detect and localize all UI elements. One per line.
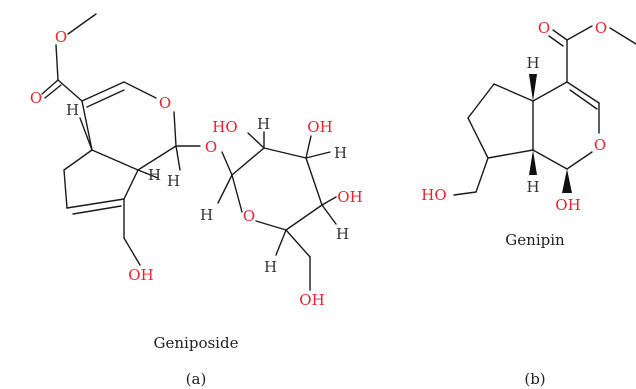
geniposide-glycosidic-oxygen: O — [205, 138, 217, 156]
geniposide-name-label: Geniposide — [154, 334, 239, 352]
geniposide-carbonyl-oxygen: O — [30, 89, 42, 107]
pyranose-ring-oxygen: O — [243, 207, 255, 225]
pyranose-hydroxyl-3p: OH — [307, 118, 332, 136]
geniposide-atoms: O O O O O H H H H H H H H HO OH OH OH OH — [30, 28, 363, 309]
panel-b-label: (b) — [524, 370, 545, 388]
geniposide-h-1: H — [167, 172, 180, 190]
genipin-h-bottom: H — [526, 178, 539, 196]
pyranose-hydroxyl-4p: OH — [337, 188, 362, 206]
genipin-hydroxyl: OH — [555, 196, 580, 214]
pyranose-h-5p: H — [264, 258, 277, 276]
genipin-stereo-wedges — [529, 74, 572, 193]
genipin-hydroxymethyl-oh: HO — [421, 186, 446, 204]
genipin-atoms: O O O H H HO OH — [421, 19, 607, 214]
geniposide-hydroxymethyl-oh: OH — [128, 266, 153, 284]
genipin-name-label: Genipin — [505, 231, 565, 249]
panel-a-label: (a) — [186, 370, 207, 388]
genipin-h-top: H — [526, 54, 539, 72]
pyranose-h-1p: H — [200, 206, 213, 224]
geniposide-h-4a: H — [66, 101, 79, 119]
pyranose-hydroxyl-6p: OH — [299, 291, 324, 309]
genipin-ester-oxygen: O — [595, 19, 607, 37]
geniposide-ring-oxygen: O — [159, 94, 171, 112]
pyranose-h-4p: H — [336, 225, 349, 243]
pyranose-h-2p: H — [257, 115, 270, 133]
geniposide-ester-oxygen: O — [55, 28, 67, 46]
pyranose-hydroxyl-2p: HO — [212, 118, 237, 136]
pyranose-h-3p: H — [334, 144, 347, 162]
genipin-ring-oxygen: O — [594, 136, 606, 154]
geniposide-h-7a: H — [148, 166, 161, 184]
geniposide-bonds — [41, 13, 337, 291]
genipin-bonds — [453, 25, 636, 196]
genipin-carbonyl-oxygen: O — [538, 19, 550, 37]
